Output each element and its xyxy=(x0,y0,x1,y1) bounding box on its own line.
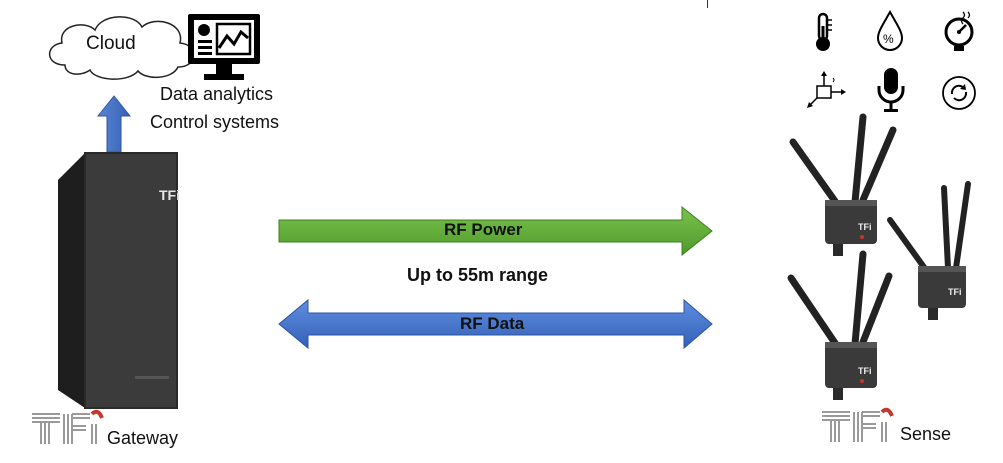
gateway-label: Gateway xyxy=(107,428,179,448)
sense-node-top: TFi xyxy=(789,113,897,256)
rotation-icon xyxy=(942,76,976,110)
sense-node-bottom: TFi xyxy=(787,250,893,400)
tfi-logo-sense xyxy=(822,407,894,442)
microphone-icon xyxy=(877,68,905,112)
sense-node-right: TFi xyxy=(887,181,971,320)
analytics-label-line2: Control systems xyxy=(150,112,280,132)
sense-label: Sense xyxy=(900,424,952,444)
pressure-gauge-icon xyxy=(944,11,974,51)
svg-text:TFi: TFi xyxy=(858,222,872,232)
tfi-logo-gateway xyxy=(32,409,104,444)
svg-text:%: % xyxy=(883,32,894,46)
monitor-analytics-icon xyxy=(188,14,260,80)
svg-text:TFi: TFi xyxy=(948,287,962,297)
cloud-label: Cloud xyxy=(86,33,136,54)
humidity-percent-icon: % xyxy=(876,10,904,51)
rf-power-arrow xyxy=(278,205,713,257)
svg-text:TFi: TFi xyxy=(858,366,872,376)
uplink-arrow xyxy=(97,95,131,153)
rf-power-label: RF Power xyxy=(444,220,523,239)
range-label: Up to 55m range xyxy=(407,265,549,285)
thermometer-icon xyxy=(816,12,832,51)
rf-data-arrow xyxy=(278,298,713,350)
gateway-device: TFi xyxy=(58,152,180,409)
accelerometer-icon xyxy=(807,71,846,108)
gateway-device-logo: TFi xyxy=(159,187,180,203)
analytics-label-line1: Data analytics xyxy=(160,84,274,104)
divider-tick xyxy=(707,0,708,8)
rf-data-label: RF Data xyxy=(460,314,525,333)
cloud-shape xyxy=(48,16,195,80)
